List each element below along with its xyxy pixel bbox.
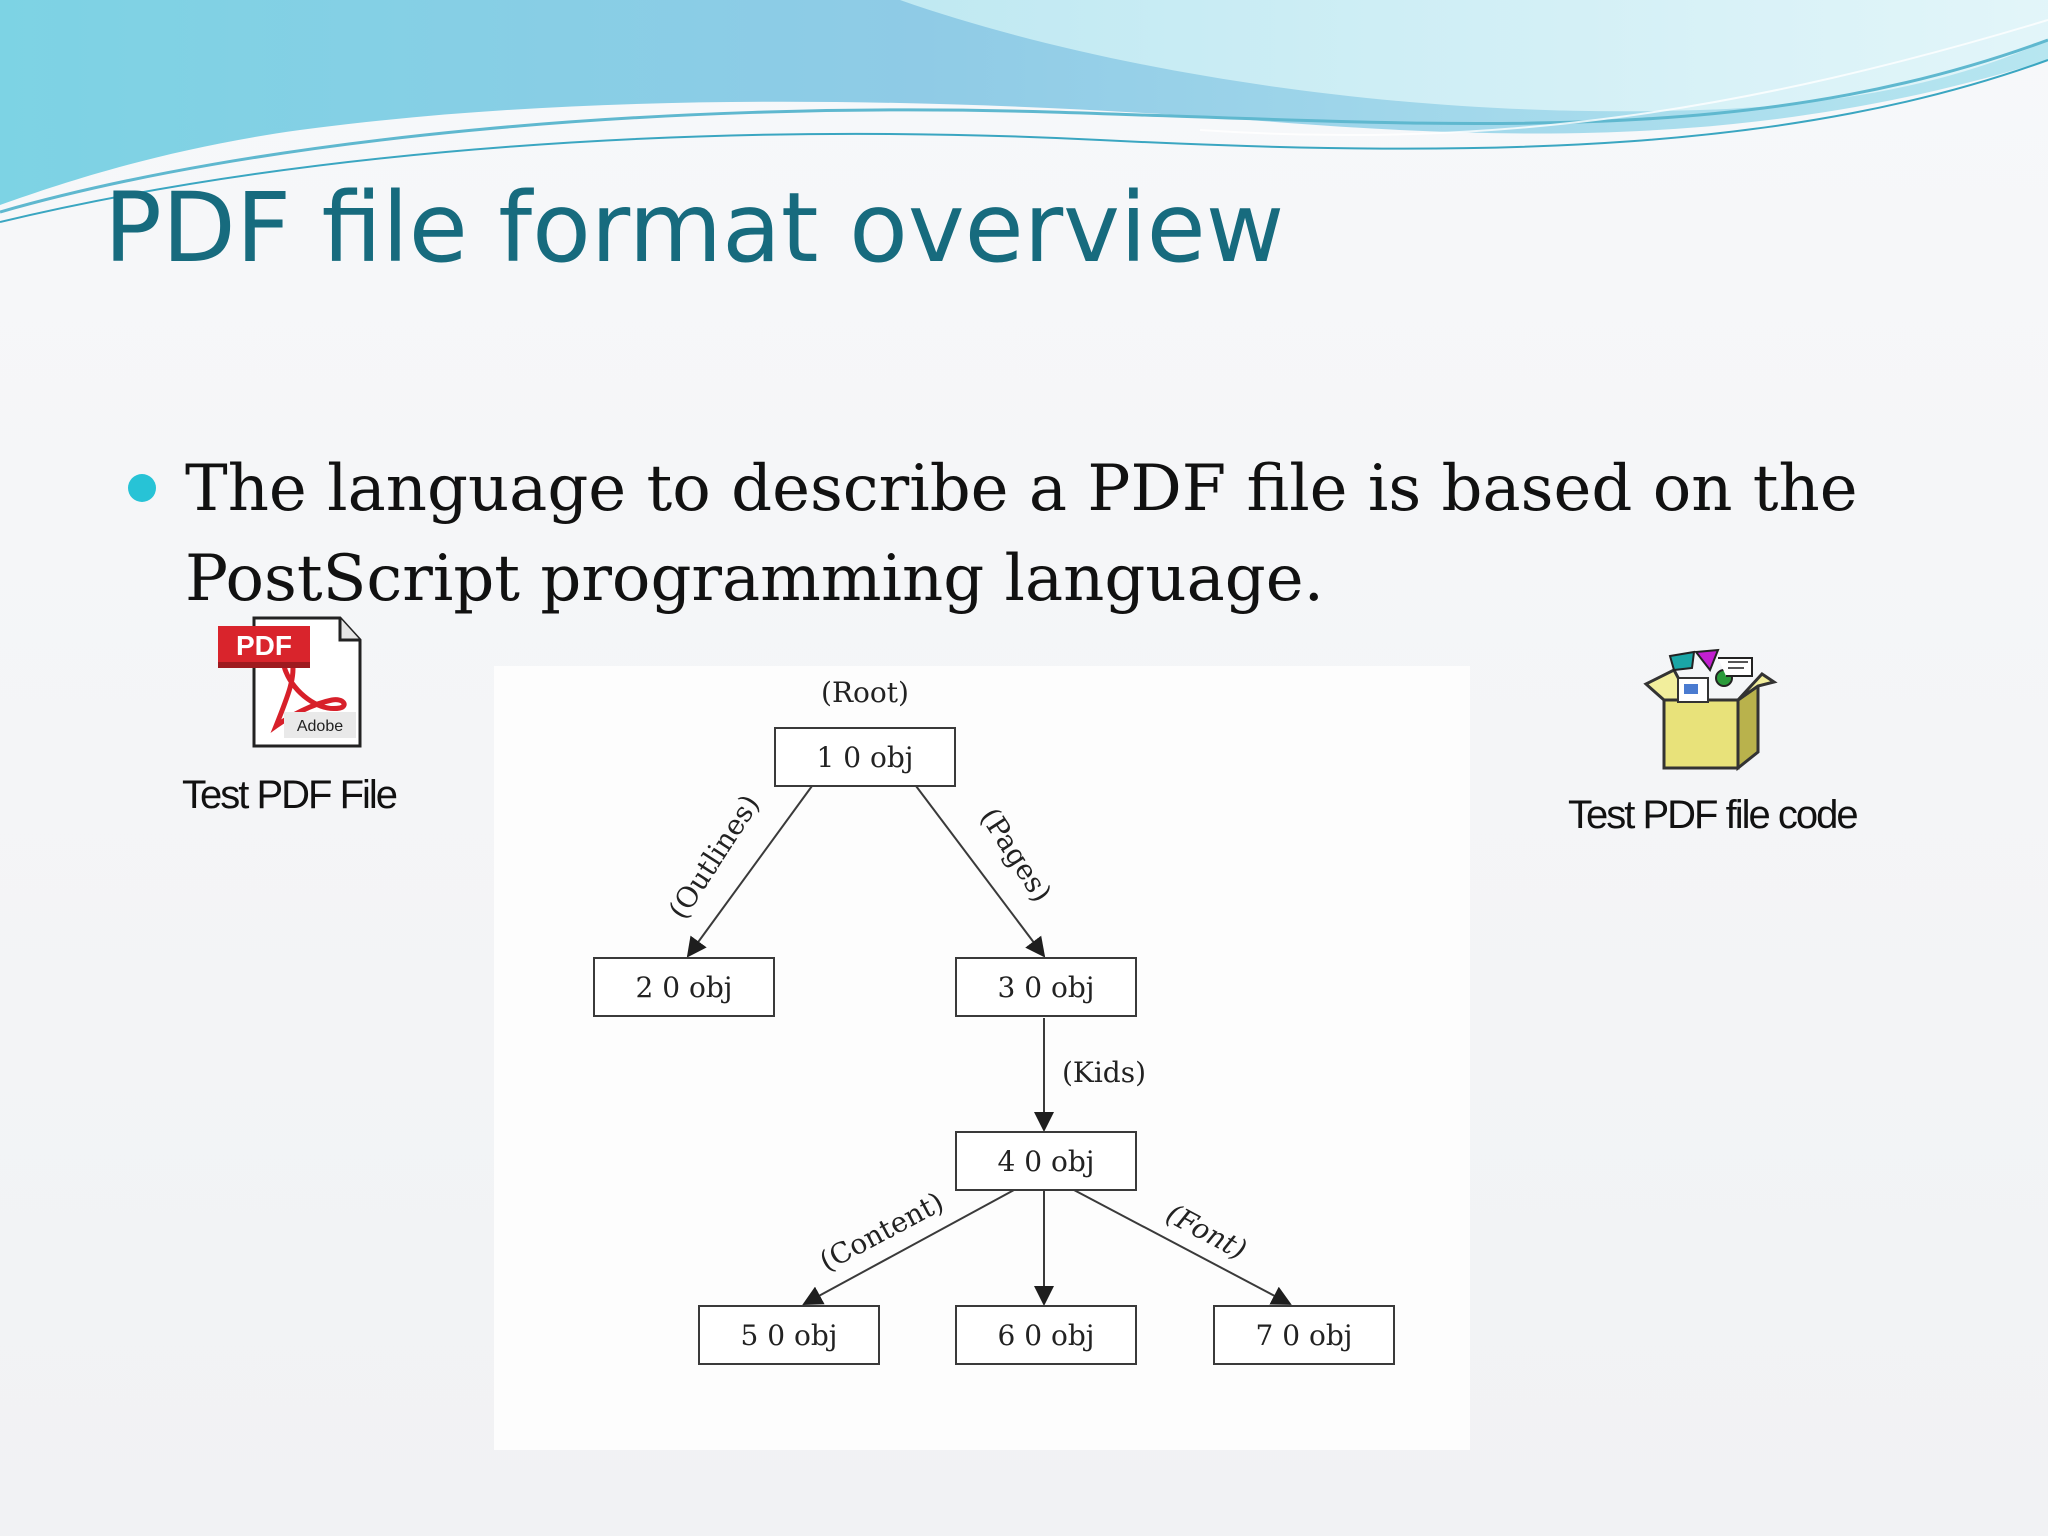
node-7-label: 7 0 obj: [1256, 1319, 1353, 1352]
test-pdf-file-code-label: Test PDF file code: [1568, 793, 1859, 837]
node-2-box: [593, 957, 775, 1017]
bullet-text: The language to describe a PDF file is b…: [185, 452, 1858, 616]
test-pdf-file-code-icon[interactable]: Test PDF file code: [1568, 648, 1859, 838]
edge-label-kids: (Kids): [1062, 1056, 1146, 1089]
node-5-box: [698, 1305, 880, 1365]
bullet-item: The language to describe a PDF file is b…: [128, 444, 1948, 624]
test-pdf-file-icon[interactable]: Adobe PDF Test PDF File: [182, 612, 398, 818]
edge-pages: [915, 785, 1046, 958]
edge-content: [802, 1189, 1015, 1305]
diagram-node-boxes: [593, 727, 1395, 1365]
node-4-label: 4 0 obj: [998, 1145, 1095, 1178]
edge-font: [1073, 1189, 1292, 1305]
root-label: (Root): [821, 676, 909, 709]
slide-title: PDF file format overview: [104, 172, 1285, 284]
node-1-box: [774, 727, 956, 787]
edge-label-content: (Content): [814, 1185, 949, 1278]
node-3-box: [955, 957, 1137, 1017]
edge-label-font: (Font): [1161, 1197, 1252, 1266]
package-box-icon: [1643, 648, 1778, 772]
edge-label-outlines: (Outlines): [662, 789, 766, 925]
edge-label-pages: (Pages): [974, 802, 1059, 908]
node-6-label: 6 0 obj: [998, 1319, 1095, 1352]
node-4-box: [955, 1131, 1137, 1191]
diagram-edges: [686, 785, 1292, 1306]
node-1-label: 1 0 obj: [817, 741, 914, 774]
node-2-label: 2 0 obj: [636, 971, 733, 1004]
bullet-dot-icon: [128, 474, 156, 502]
test-pdf-file-label: Test PDF File: [182, 773, 398, 817]
node-6-box: [955, 1305, 1137, 1365]
adobe-logo-text: Adobe: [297, 718, 343, 735]
pdf-object-tree-diagram: (Root) 1 0 obj 2 0 obj 3 0 obj 4 0 obj 5…: [494, 666, 1470, 1450]
node-5-label: 5 0 obj: [741, 1319, 838, 1352]
top-wave-decoration: [0, 0, 2048, 223]
pdf-document-icon: Adobe PDF: [218, 616, 362, 748]
node-7-box: [1213, 1305, 1395, 1365]
edge-outlines: [686, 785, 813, 958]
node-3-label: 3 0 obj: [998, 971, 1095, 1004]
pdf-badge-text: PDF: [236, 630, 292, 661]
